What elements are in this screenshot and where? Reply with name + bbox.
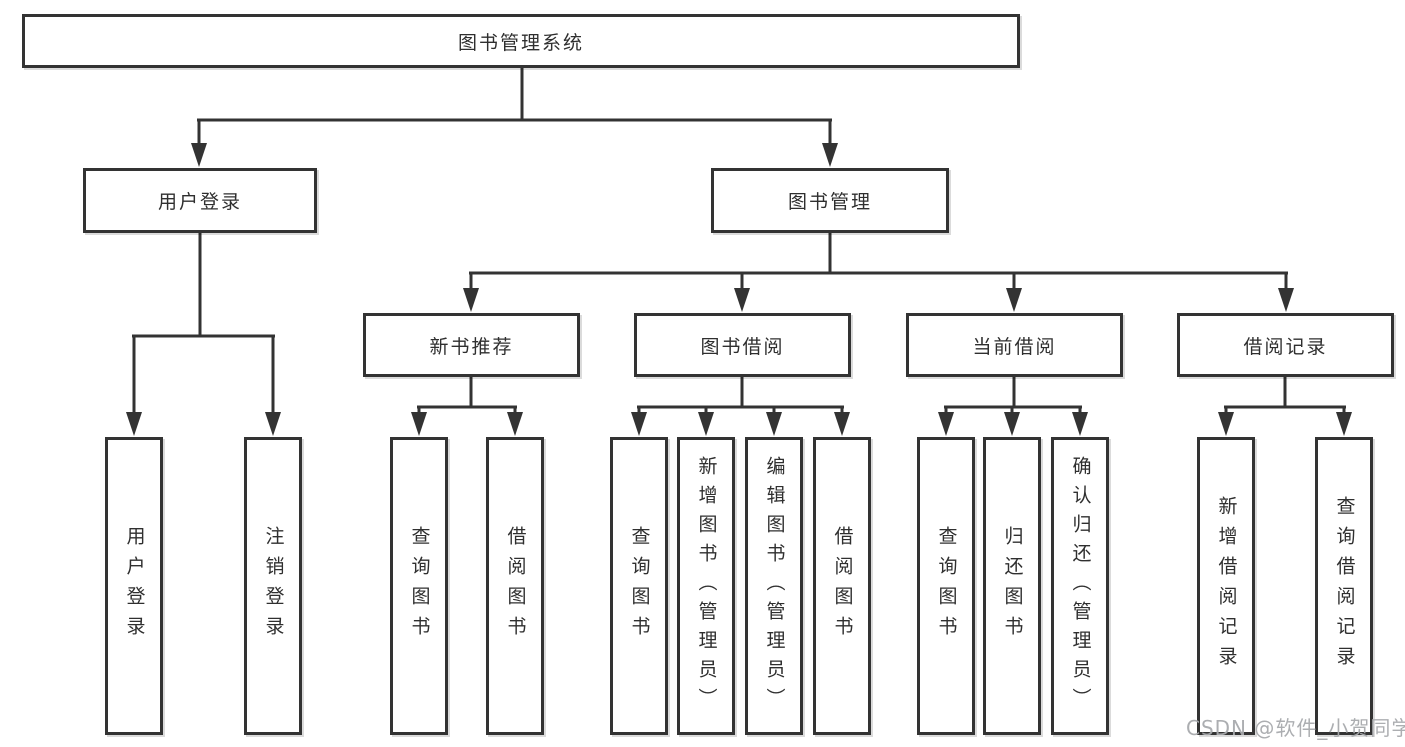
node-current-borrowing: 当前借阅 <box>906 313 1123 377</box>
leaf-borrow-books-recommend: 借阅图书 <box>486 437 544 735</box>
leaf-add-book-admin-label: 新增图书（管理员） <box>695 455 718 717</box>
leaf-user-login-label: 用户登录 <box>123 526 146 646</box>
leaf-borrow-books-recommend-label: 借阅图书 <box>504 526 527 646</box>
leaf-edit-book-admin-label: 编辑图书（管理员） <box>763 455 786 717</box>
node-new-book-recommend-label: 新书推荐 <box>429 335 514 358</box>
leaf-query-books-recommend: 查询图书 <box>390 437 448 735</box>
leaf-add-book-admin: 新增图书（管理员） <box>677 437 735 735</box>
leaf-borrow-books-borrowing: 借阅图书 <box>813 437 871 735</box>
node-current-borrowing-label: 当前借阅 <box>972 335 1057 358</box>
csdn-watermark: CSDN @软件_小贺同学 <box>1186 716 1405 740</box>
node-borrowing-records: 借阅记录 <box>1177 313 1394 377</box>
node-book-management-label: 图书管理 <box>787 191 872 213</box>
leaf-logout: 注销登录 <box>244 437 302 735</box>
leaf-confirm-return-admin-label: 确认归还（管理员） <box>1069 455 1092 717</box>
leaf-query-borrow-record-label: 查询借阅记录 <box>1333 496 1356 676</box>
node-book-borrowing: 图书借阅 <box>634 313 851 377</box>
leaf-add-borrow-record-label: 新增借阅记录 <box>1215 496 1238 676</box>
leaf-add-borrow-record: 新增借阅记录 <box>1197 437 1255 735</box>
node-borrowing-records-label: 借阅记录 <box>1243 335 1328 358</box>
leaf-return-book: 归还图书 <box>983 437 1041 735</box>
node-book-management: 图书管理 <box>711 168 949 233</box>
leaf-confirm-return-admin: 确认归还（管理员） <box>1051 437 1109 735</box>
leaf-query-books-recommend-label: 查询图书 <box>408 526 431 646</box>
node-root-label: 图书管理系统 <box>457 31 584 54</box>
node-user-login-label: 用户登录 <box>157 191 242 213</box>
node-new-book-recommend: 新书推荐 <box>363 313 580 377</box>
leaf-user-login: 用户登录 <box>105 437 163 735</box>
leaf-return-book-label: 归还图书 <box>1001 526 1024 646</box>
leaf-borrow-books-borrowing-label: 借阅图书 <box>831 526 854 646</box>
leaf-query-borrow-record: 查询借阅记录 <box>1315 437 1373 735</box>
node-root: 图书管理系统 <box>22 14 1020 68</box>
leaf-logout-label: 注销登录 <box>262 526 285 646</box>
node-book-borrowing-label: 图书借阅 <box>700 335 785 358</box>
leaf-query-books-current: 查询图书 <box>917 437 975 735</box>
leaf-query-books-borrowing: 查询图书 <box>610 437 668 735</box>
node-user-login: 用户登录 <box>83 168 317 233</box>
leaf-query-books-borrowing-label: 查询图书 <box>628 526 651 646</box>
leaf-query-books-current-label: 查询图书 <box>935 526 958 646</box>
leaf-edit-book-admin: 编辑图书（管理员） <box>745 437 803 735</box>
